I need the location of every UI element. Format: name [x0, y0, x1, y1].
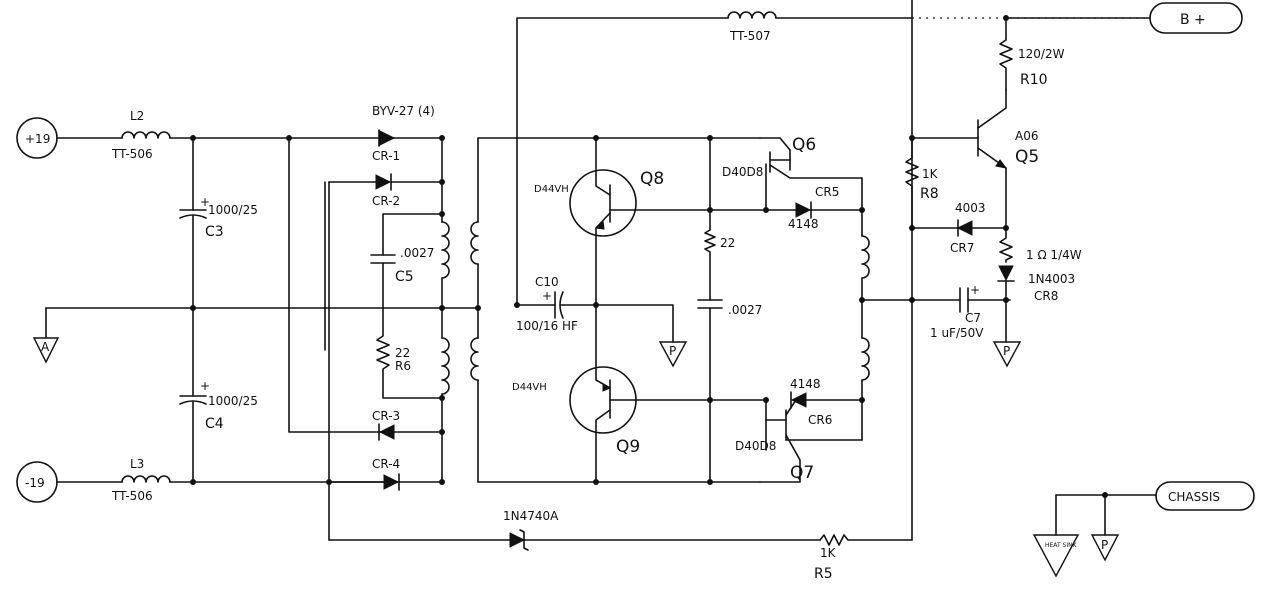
bridge-label: BYV-27 (4): [372, 104, 435, 118]
resistor-r10-value: 120/2W: [1018, 47, 1065, 61]
terminal-minus19-label: -19: [25, 476, 45, 490]
transistor-q9: Q9 D44VH: [512, 304, 767, 483]
terminal-chassis-label: CHASSIS: [1168, 490, 1220, 504]
terminal-b-plus: B +: [1005, 2, 1243, 34]
resistor-r8: 1K R8: [905, 137, 939, 229]
diode-cr6-part: 4148: [790, 377, 821, 391]
diode-cr2-label: CR-2: [372, 194, 400, 208]
diode-zener-label: 1N4740A: [503, 509, 559, 523]
svg-text:+: +: [970, 283, 980, 297]
svg-text:1 Ω 1/4W: 1 Ω 1/4W: [1026, 248, 1082, 262]
resistor-r10-ref: R10: [1020, 72, 1048, 88]
terminal-minus19: -19: [16, 461, 58, 503]
diode-cr8-part: 1N4003: [1028, 272, 1075, 286]
svg-text:P: P: [1003, 344, 1010, 358]
capacitor-c10-value: 100/16 HF: [516, 319, 578, 333]
diode-cr5-part: 4148: [788, 217, 819, 231]
diode-cr7: 4003 CR7: [911, 201, 1007, 255]
diode-cr3-label: CR-3: [372, 409, 400, 423]
diode-cr4: CR-4: [328, 457, 400, 491]
svg-text:.0027: .0027: [728, 303, 762, 317]
terminal-plus19: +19: [16, 117, 58, 159]
transistor-q8: Q8 D44VH: [534, 137, 797, 306]
transistor-q5-part: A06: [1015, 129, 1038, 143]
resistor-r5-ref: R5: [814, 566, 833, 582]
capacitor-c7-value: 1 uF/50V: [930, 326, 984, 340]
transistor-q7: Q7 D40D8: [735, 399, 863, 483]
ground-heat-sink-label: HEAT SINK: [1045, 542, 1078, 549]
transistor-q5-ref: Q5: [1015, 147, 1039, 167]
resistor-r6: 22 R6: [376, 307, 443, 399]
diode-cr2: CR-2: [372, 173, 443, 208]
resistor-mid: 22: [704, 137, 735, 301]
diode-cr6-ref: CR6: [808, 413, 832, 427]
terminal-chassis: CHASSIS HEAT SINK P: [1032, 481, 1255, 578]
resistor-small: 1 Ω 1/4W: [999, 227, 1082, 263]
inductor-tt507-part: TT-507: [729, 29, 771, 43]
capacitor-c3-value: 1000/25: [208, 203, 258, 217]
inductor-l3-part: TT-506: [111, 489, 153, 503]
resistor-r8-value: 1K: [922, 167, 939, 181]
transistor-q9-part: D44VH: [512, 382, 547, 393]
capacitor-c7-ref: C7: [965, 311, 981, 325]
ground-p-right: P: [992, 341, 1022, 368]
terminal-b-plus-label: B +: [1180, 12, 1206, 28]
inductor-l2-part: TT-506: [111, 147, 153, 161]
ground-p-mid: P: [595, 304, 688, 368]
diode-cr5-ref: CR5: [815, 185, 839, 199]
transistor-q5: A06 Q5: [911, 89, 1039, 229]
resistor-r6-value: 22: [395, 346, 410, 360]
svg-text:P: P: [1101, 538, 1108, 552]
svg-text:P: P: [669, 344, 676, 358]
capacitor-c5-ref: C5: [395, 269, 414, 285]
resistor-r5-value: 1K: [820, 546, 837, 560]
diode-cr7-ref: CR7: [950, 241, 974, 255]
resistor-r10: 120/2W R10: [999, 17, 1065, 91]
terminal-plus19-label: +19: [25, 132, 50, 146]
capacitor-c3: + 1000/25 C3: [179, 137, 258, 309]
transistor-q7-part: D40D8: [735, 439, 776, 453]
capacitor-c4-value: 1000/25: [208, 394, 258, 408]
svg-text:+: +: [542, 289, 552, 303]
capacitor-c5: .0027 C5: [370, 213, 443, 309]
inductor-l2-ref: L2: [130, 109, 144, 123]
resistor-r8-ref: R8: [920, 186, 939, 202]
ground-a: A: [32, 307, 479, 364]
ground-a-label: A: [41, 340, 50, 354]
capacitor-c5-value: .0027: [400, 246, 434, 260]
diode-cr8-ref: CR8: [1034, 289, 1058, 303]
inductor-l3-ref: L3: [130, 457, 144, 471]
svg-text:+: +: [200, 195, 210, 209]
transistor-q7-ref: Q7: [790, 463, 814, 483]
diode-cr4-label: CR-4: [372, 457, 400, 471]
capacitor-c3-ref: C3: [205, 224, 224, 240]
capacitor-c10-ref: C10: [535, 275, 559, 289]
transistor-q6-part: D40D8: [722, 165, 763, 179]
capacitor-c4-ref: C4: [205, 416, 224, 432]
transistor-q6-ref: Q6: [792, 135, 816, 155]
diode-cr6: 4148 CR6: [790, 377, 863, 427]
diode-cr1: CR-1: [372, 129, 400, 163]
diode-cr1-label: CR-1: [372, 149, 400, 163]
resistor-r5: 1K R5: [814, 534, 913, 582]
capacitor-c10: + C10 100/16 HF: [516, 275, 597, 333]
diode-zener: 1N4740A: [328, 509, 821, 551]
transistor-q8-part: D44VH: [534, 184, 569, 195]
diode-cr5: CR5 4148: [788, 185, 863, 231]
capacitor-c7: + C7 1 uF/50V: [930, 283, 1011, 340]
diode-cr7-part: 4003: [955, 201, 986, 215]
diode-cr8: 1N4003 CR8: [997, 265, 1075, 343]
transistor-q9-ref: Q9: [616, 437, 640, 457]
capacitor-c4: + 1000/25 C4: [179, 307, 258, 483]
capacitor-mid: .0027: [697, 299, 762, 483]
svg-text:22: 22: [720, 236, 735, 250]
resistor-r6-ref: R6: [395, 359, 411, 373]
transistor-q8-ref: Q8: [640, 169, 664, 189]
transistor-q6: Q6 D40D8: [722, 135, 863, 211]
svg-text:+: +: [200, 379, 210, 393]
junction-dots: [190, 15, 1108, 498]
diode-cr3: CR-3: [372, 409, 443, 441]
